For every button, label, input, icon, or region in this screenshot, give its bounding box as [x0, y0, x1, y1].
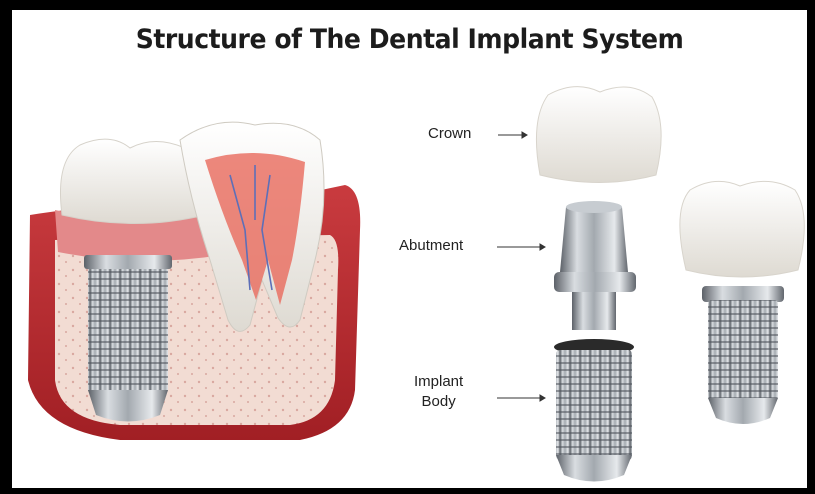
implant-body-tip	[556, 455, 632, 482]
jaw-cross-section-illustration	[28, 122, 360, 440]
jaw-implant-collar	[84, 255, 172, 269]
assembled-tip	[708, 398, 778, 424]
implant-body-label: Implant Body	[414, 372, 463, 412]
abutment-stem	[572, 292, 616, 330]
crown-label: Crown	[428, 124, 471, 144]
abutment-label: Abutment	[399, 236, 463, 256]
abutment-top	[566, 201, 622, 213]
abutment-head	[560, 207, 628, 272]
exploded-components	[536, 87, 661, 482]
implant-body-label-line2: Body	[414, 392, 463, 412]
implant-body-threads	[556, 350, 632, 460]
assembled-collar	[702, 286, 784, 302]
abutment-flange	[554, 272, 636, 292]
crown-part	[536, 87, 661, 183]
assembled-implant	[680, 181, 804, 424]
leader-lines	[497, 132, 545, 401]
assembled-crown	[680, 181, 804, 277]
jaw-implant-threads	[88, 265, 168, 395]
implant-body-label-line1: Implant	[414, 372, 463, 392]
assembled-threads	[708, 300, 778, 400]
